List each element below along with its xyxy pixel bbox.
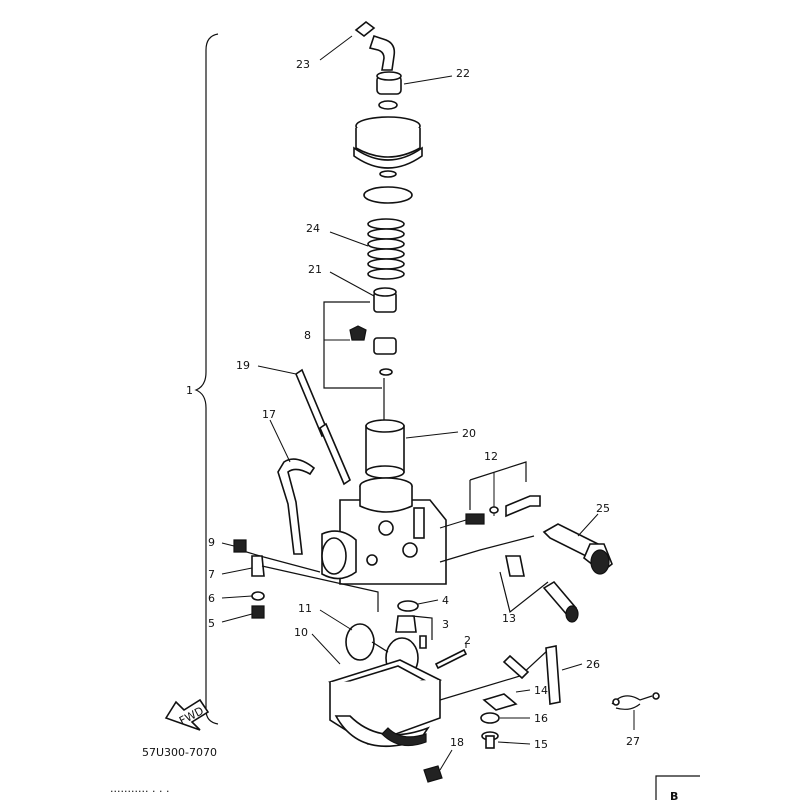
callout-3: 3 bbox=[442, 618, 449, 631]
mixing-chamber-cap bbox=[353, 116, 423, 204]
throttle-spring-part bbox=[367, 218, 405, 280]
left-jet-parts bbox=[233, 539, 379, 619]
carburetor-body bbox=[321, 477, 447, 585]
assembly-bracket bbox=[194, 33, 219, 725]
throttle-valve-part bbox=[365, 419, 405, 479]
callout-19: 19 bbox=[236, 359, 250, 372]
footer-text: ........... . . . bbox=[110, 782, 169, 795]
hose-clip-part bbox=[611, 692, 660, 710]
assembly-label: 1 bbox=[186, 384, 193, 397]
pilot-screw-set-part bbox=[465, 461, 541, 525]
drain-hose-part bbox=[439, 645, 561, 705]
callout-5: 5 bbox=[208, 617, 215, 630]
callout-12: 12 bbox=[484, 450, 498, 463]
callout-25: 25 bbox=[596, 502, 610, 515]
callout-8: 8 bbox=[304, 329, 311, 342]
callout-27: 27 bbox=[626, 735, 640, 748]
float-pin-part bbox=[434, 648, 468, 670]
callout-21: 21 bbox=[308, 263, 322, 276]
callout-18: 18 bbox=[450, 736, 464, 749]
corner-box bbox=[655, 775, 700, 800]
clamp-plate-part bbox=[482, 693, 518, 711]
drain-screw-part bbox=[423, 765, 443, 783]
o-ring-part bbox=[397, 600, 419, 612]
starter-plunger-part bbox=[542, 523, 613, 575]
callout-22: 22 bbox=[456, 67, 470, 80]
hose-elbow-part bbox=[354, 20, 396, 71]
callout-11: 11 bbox=[298, 602, 312, 615]
callout-24: 24 bbox=[306, 222, 320, 235]
callout-6: 6 bbox=[208, 592, 215, 605]
screw-part bbox=[481, 731, 499, 749]
callout-14: 14 bbox=[534, 684, 548, 697]
callout-26: 26 bbox=[586, 658, 600, 671]
starter-link-line bbox=[439, 535, 535, 563]
callout-10: 10 bbox=[294, 626, 308, 639]
needle-valve-part bbox=[395, 615, 433, 649]
air-hose-part bbox=[277, 458, 316, 555]
fwd-arrow bbox=[164, 698, 210, 731]
vent-hose-part bbox=[295, 368, 351, 486]
callout-20: 20 bbox=[462, 427, 476, 440]
spring-washer-part bbox=[480, 712, 500, 724]
part-code: 57U300-7070 bbox=[142, 746, 217, 759]
callout-17: 17 bbox=[262, 408, 276, 421]
callout-9: 9 bbox=[208, 536, 215, 549]
float-chamber-part bbox=[328, 659, 443, 747]
callout-16: 16 bbox=[534, 712, 548, 725]
callout-15: 15 bbox=[534, 738, 548, 751]
callout-7: 7 bbox=[208, 568, 215, 581]
callout-4: 4 bbox=[442, 594, 449, 607]
corner-label: B bbox=[670, 790, 678, 800]
callout-23: 23 bbox=[296, 58, 310, 71]
callout-2: 2 bbox=[464, 634, 471, 647]
callout-13: 13 bbox=[502, 612, 516, 625]
throttle-stop-screw-part bbox=[499, 555, 579, 623]
needle-holder-part bbox=[373, 287, 397, 313]
needle-set-bracket bbox=[323, 301, 397, 389]
cap-nut-part bbox=[376, 71, 402, 110]
